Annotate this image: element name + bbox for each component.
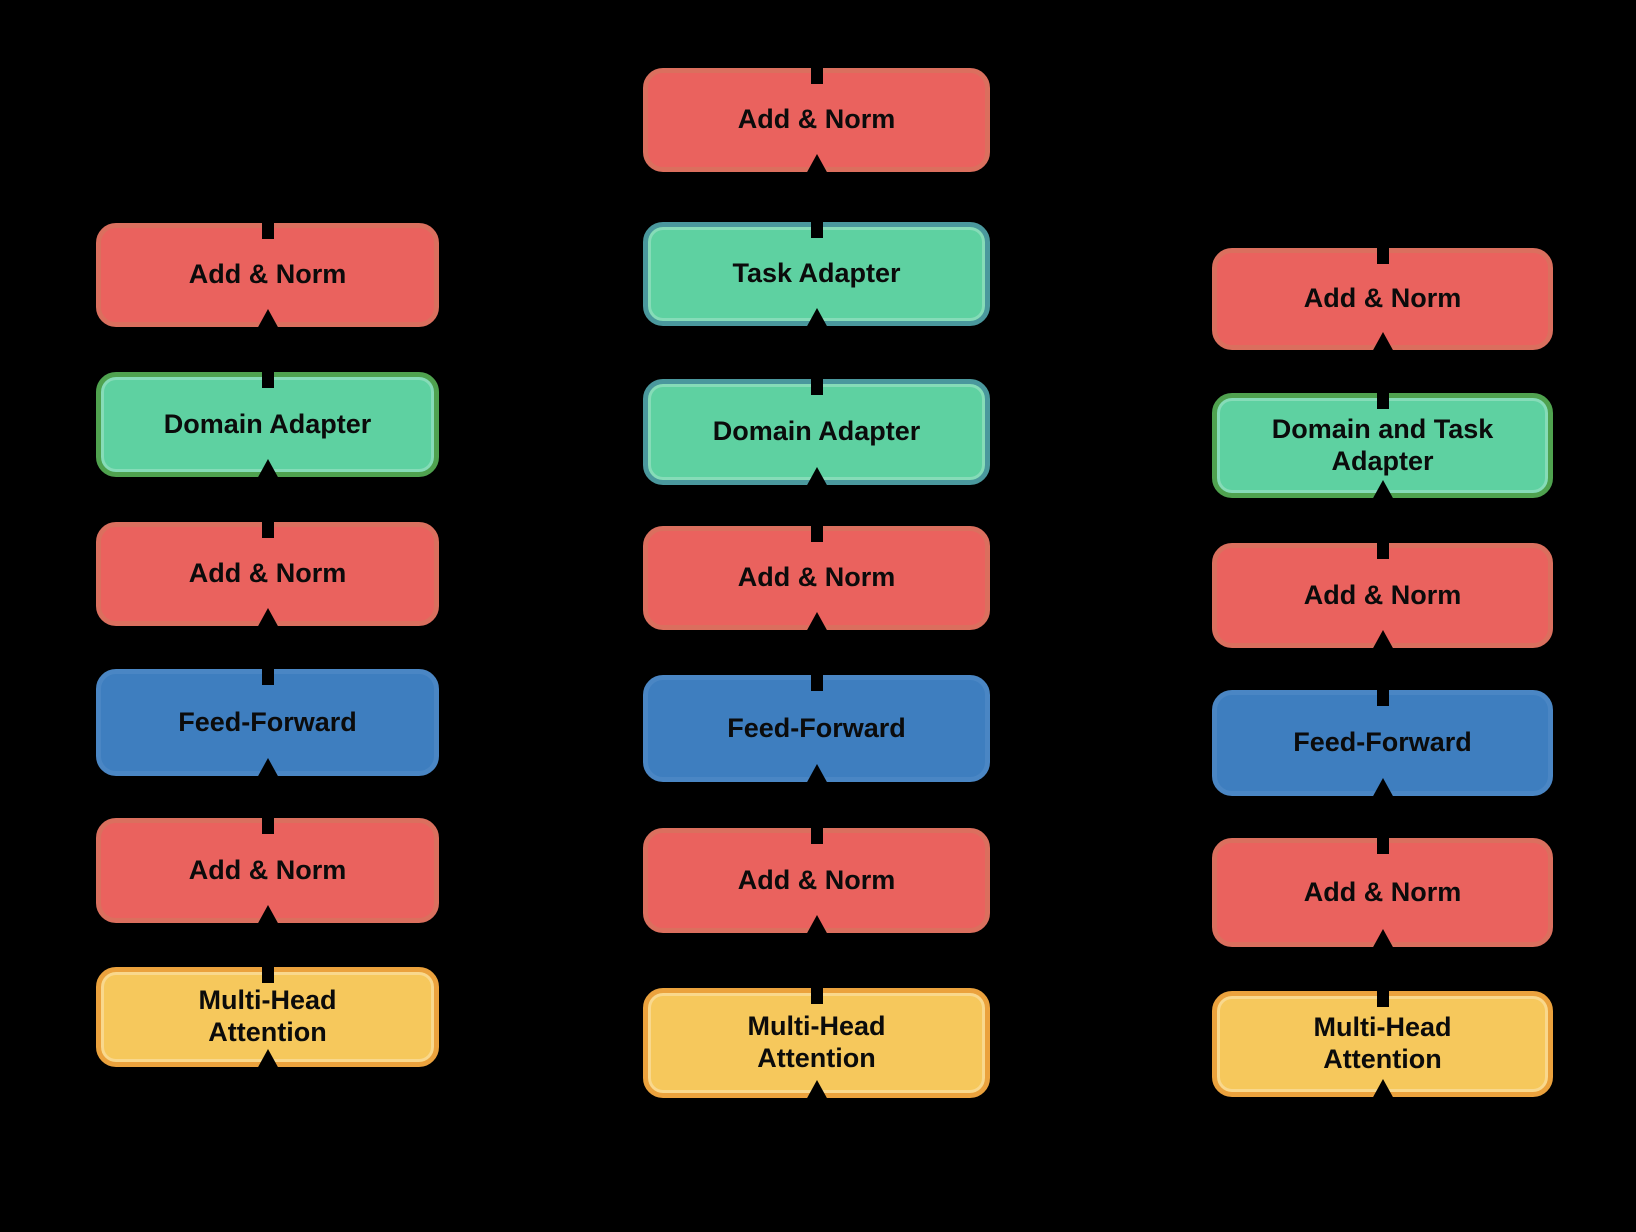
block-add-norm: Add & Norm [96, 520, 439, 628]
block-multi-head-attention: Multi-Head Attention [1212, 989, 1553, 1099]
arrowhead-up-icon [805, 915, 828, 935]
block-label: Add & Norm [737, 562, 896, 593]
arrow-stub [1376, 989, 1389, 1007]
arrow-stub [810, 66, 823, 84]
block-add-norm: Add & Norm [1212, 541, 1553, 650]
arrowhead-up-icon [256, 459, 279, 479]
arrow-stub [810, 220, 823, 238]
block-multi-head-attention: Multi-Head Attention [96, 965, 439, 1069]
arrowhead-up-icon [1371, 1079, 1394, 1099]
block-label: Multi-Head Attention [198, 985, 337, 1047]
block-add-norm: Add & Norm [1212, 836, 1553, 949]
block-add-norm: Add & Norm [96, 816, 439, 925]
arrow-stub [1376, 391, 1389, 409]
block-label: Add & Norm [737, 104, 896, 135]
arrowhead-up-icon [805, 154, 828, 174]
block-domain-adapter: Domain Adapter [643, 377, 990, 487]
arrowhead-up-icon [1371, 332, 1394, 352]
arrow-stub [1376, 541, 1389, 559]
arrow-stub [810, 673, 823, 691]
block-label: Feed-Forward [178, 706, 357, 737]
block-label: Feed-Forward [727, 712, 906, 743]
arrowhead-up-icon [256, 758, 279, 778]
block-label: Multi-Head Attention [747, 1011, 886, 1073]
block-add-norm: Add & Norm [96, 221, 439, 329]
arrow-stub [1376, 688, 1389, 706]
arrow-stub [810, 524, 823, 542]
block-add-norm: Add & Norm [1212, 246, 1553, 352]
block-domain-and-task-adapter: Domain and Task Adapter [1212, 391, 1553, 500]
arrowhead-up-icon [805, 764, 828, 784]
block-feed-forward: Feed-Forward [96, 667, 439, 778]
arrow-stub [810, 377, 823, 395]
arrow-stub [1376, 246, 1389, 264]
block-label: Domain Adapter [712, 416, 921, 447]
block-feed-forward: Feed-Forward [643, 673, 990, 784]
block-label: Add & Norm [188, 854, 347, 885]
arrowhead-up-icon [256, 1049, 279, 1069]
arrowhead-up-icon [1371, 480, 1394, 500]
block-add-norm: Add & Norm [643, 66, 990, 174]
block-task-adapter: Task Adapter [643, 220, 990, 328]
block-feed-forward: Feed-Forward [1212, 688, 1553, 798]
arrowhead-up-icon [805, 308, 828, 328]
block-multi-head-attention: Multi-Head Attention [643, 986, 990, 1100]
arrow-stub [261, 965, 274, 983]
arrowhead-up-icon [805, 612, 828, 632]
block-add-norm: Add & Norm [643, 826, 990, 935]
block-domain-adapter: Domain Adapter [96, 370, 439, 479]
arrowhead-up-icon [1371, 929, 1394, 949]
arrowhead-up-icon [805, 467, 828, 487]
arrow-stub [261, 667, 274, 685]
block-label: Add & Norm [188, 558, 347, 589]
block-label: Domain and Task Adapter [1271, 413, 1494, 476]
block-label: Add & Norm [1303, 579, 1462, 610]
block-label: Add & Norm [188, 259, 347, 290]
arrow-stub [810, 986, 823, 1004]
block-label: Feed-Forward [1293, 727, 1472, 758]
arrow-stub [261, 816, 274, 834]
arrowhead-up-icon [1371, 630, 1394, 650]
arrowhead-up-icon [256, 309, 279, 329]
block-label: Task Adapter [732, 258, 901, 289]
block-label: Add & Norm [1303, 876, 1462, 907]
block-label: Add & Norm [737, 864, 896, 895]
arrowhead-up-icon [805, 1080, 828, 1100]
arrowhead-up-icon [1371, 778, 1394, 798]
arrow-stub [1376, 836, 1389, 854]
arrowhead-up-icon [256, 905, 279, 925]
block-label: Domain Adapter [163, 408, 372, 439]
arrowhead-up-icon [256, 608, 279, 628]
arrow-stub [261, 370, 274, 388]
arrow-stub [261, 520, 274, 538]
arrow-stub [261, 221, 274, 239]
block-add-norm: Add & Norm [643, 524, 990, 632]
block-label: Add & Norm [1303, 283, 1462, 314]
block-label: Multi-Head Attention [1313, 1012, 1452, 1074]
arrow-stub [810, 826, 823, 844]
